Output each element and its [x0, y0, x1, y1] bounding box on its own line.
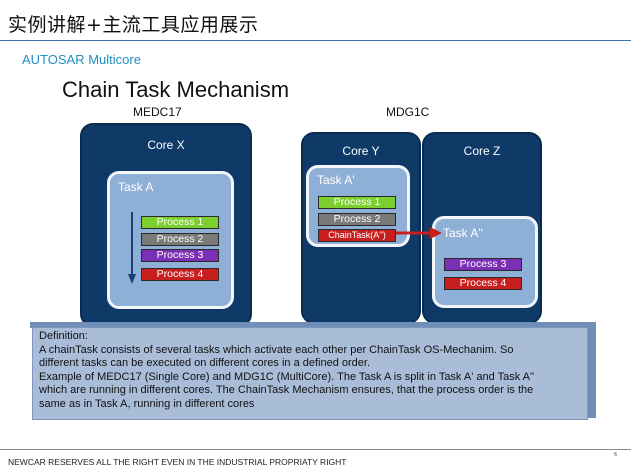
footer-divider — [0, 449, 631, 450]
header-title: 实例讲解+主流工具应用展示 — [8, 14, 259, 36]
slide-title: Chain Task Mechanism — [62, 77, 290, 102]
definition-title: Definition: — [39, 330, 88, 342]
task-a2-label: Task A'' — [443, 226, 483, 240]
mdg-process-4: Process 4 — [444, 277, 522, 290]
chaintask-call: ChainTask(A'') — [318, 229, 396, 242]
chain-arrow — [396, 227, 442, 239]
task-a-label: Task A — [118, 180, 154, 194]
core-z-label: Core Z — [463, 144, 501, 158]
section-subtitle: AUTOSAR Multicore — [22, 52, 141, 67]
definition-line: same as in Task A, running in different … — [39, 397, 255, 410]
mdg-process-2: Process 2 — [318, 213, 396, 226]
order-arrow — [128, 212, 136, 284]
mdg-process-3: Process 3 — [444, 258, 522, 271]
definition-line: Example of MEDC17 (Single Core) and MDG1… — [39, 370, 535, 383]
header-divider — [0, 40, 631, 41]
definition-line: different tasks can be executed on diffe… — [39, 357, 371, 370]
definition-line: A chainTask consists of several tasks wh… — [39, 343, 514, 356]
core-x-label: Core X — [147, 138, 185, 152]
medc-process-3: Process 3 — [141, 249, 219, 262]
footer-text: NEWCAR RESERVES ALL THE RIGHT EVEN IN TH… — [8, 457, 347, 467]
medc-process-4: Process 4 — [141, 268, 219, 281]
definition-line: which are running in different cores. Th… — [39, 384, 534, 397]
definition-box: Definition: A chainTask consists of seve… — [32, 327, 588, 420]
medc17-label: MEDC17 — [133, 105, 182, 119]
task-a1-label: Task A' — [317, 173, 355, 187]
mdg-process-1: Process 1 — [318, 196, 396, 209]
core-y-label: Core Y — [342, 144, 380, 158]
definition-shadow — [30, 322, 596, 328]
page-number: 6 — [614, 452, 618, 458]
definition-shadow — [588, 322, 596, 418]
mdg1c-label: MDG1C — [386, 105, 430, 119]
medc-process-1: Process 1 — [141, 216, 219, 229]
medc-process-2: Process 2 — [141, 233, 219, 246]
